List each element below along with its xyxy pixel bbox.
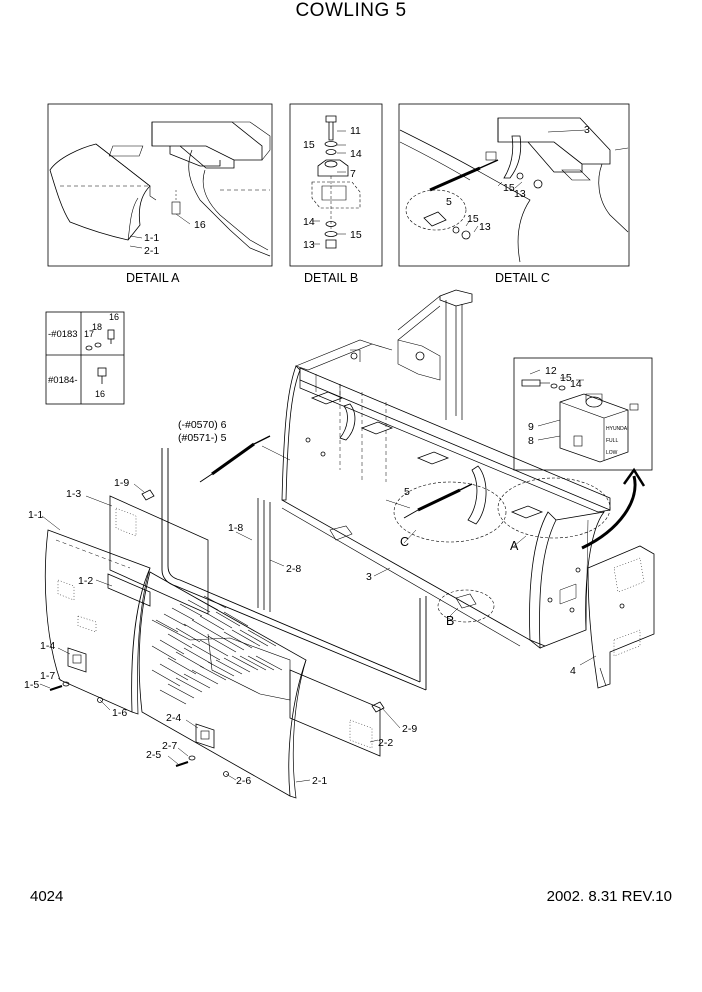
tank-label-9: 9 xyxy=(528,421,534,433)
detail-b-label-7: 7 xyxy=(350,168,356,180)
detail-c-label-3: 3 xyxy=(584,124,590,136)
detail-b-label-14: 14 xyxy=(350,148,362,160)
side-cover-panel xyxy=(587,545,655,689)
detail-b-label-11: 11 xyxy=(350,125,361,137)
detail-c-label-5: 5 xyxy=(446,196,452,208)
detail-c-frame xyxy=(398,103,630,267)
ref-c: C xyxy=(400,535,409,549)
tank-low-text: LOW xyxy=(606,450,618,456)
label-1-7: 1-7 xyxy=(40,670,55,682)
serial-row1-part-16: 16 xyxy=(109,312,119,322)
serial-row1-part-17: 17 xyxy=(84,329,94,339)
tank-label-12: 12 xyxy=(545,365,557,377)
detail-b-label-14b: 14 xyxy=(303,216,315,228)
serial-row2-part-16: 16 xyxy=(95,389,105,399)
page-title: COWLING 5 xyxy=(295,0,407,21)
label-2-4: 2-4 xyxy=(166,712,181,724)
serial-row2: #0184- xyxy=(48,375,78,386)
detail-a-label-1-1: 1-1 xyxy=(144,232,159,244)
label-gas-spring-5: (#0571-) 5 xyxy=(178,432,227,444)
detail-b-label-13: 13 xyxy=(303,239,315,251)
label-4: 4 xyxy=(570,665,576,677)
label-2-8: 2-8 xyxy=(286,563,301,575)
serial-number-table: -#0183 #0184- 17 18 16 16 xyxy=(45,311,125,405)
tank-label-15: 15 xyxy=(560,372,572,384)
label-3: 3 xyxy=(366,571,372,583)
revision-date: 2002. 8.31 REV.10 xyxy=(546,888,672,905)
tank-full-text: FULL xyxy=(606,438,618,444)
label-1-4: 1-4 xyxy=(40,640,55,652)
label-5: 5 xyxy=(404,486,410,498)
label-1-3: 1-3 xyxy=(66,488,81,500)
label-2-6: 2-6 xyxy=(236,775,251,787)
detail-c-label-15b: 15 xyxy=(467,213,479,225)
detail-a-frame xyxy=(47,103,273,267)
serial-row1-part-18: 18 xyxy=(92,322,102,332)
label-1-8: 1-8 xyxy=(228,522,243,534)
tank-brand-text: HYUNDAI xyxy=(606,426,629,432)
detail-c-label-13: 13 xyxy=(514,188,526,200)
detail-a-caption: DETAIL A xyxy=(126,271,180,285)
main-labels: (-#0570) 6 (#0571-) 5 1-9 1-3 1-1 1-8 2-… xyxy=(24,419,576,787)
detail-a-label-2-1: 2-1 xyxy=(144,245,159,257)
detail-a-label-16: 16 xyxy=(194,219,206,231)
ref-b: B xyxy=(446,614,454,628)
label-1-6: 1-6 xyxy=(112,707,127,719)
label-1-9: 1-9 xyxy=(114,477,129,489)
label-1-1: 1-1 xyxy=(28,509,43,521)
detail-b-label-15b: 15 xyxy=(350,229,362,241)
tank-label-8: 8 xyxy=(528,435,534,447)
label-2-5: 2-5 xyxy=(146,749,161,761)
label-2-7: 2-7 xyxy=(162,740,177,752)
detail-b-frame xyxy=(289,103,383,267)
cowling-frame xyxy=(199,289,646,666)
ref-a: A xyxy=(510,539,519,553)
label-2-9: 2-9 xyxy=(402,723,417,735)
front-doors xyxy=(39,448,427,799)
label-1-5: 1-5 xyxy=(24,679,39,691)
label-2-1: 2-1 xyxy=(312,775,327,787)
detail-b-caption: DETAIL B xyxy=(304,271,358,285)
detail-c-label-15: 15 xyxy=(503,182,515,194)
label-2-2: 2-2 xyxy=(378,737,393,749)
detail-b: 11 15 14 7 14 15 13 xyxy=(289,103,383,267)
label-1-2: 1-2 xyxy=(78,575,93,587)
detail-c-label-13b: 13 xyxy=(479,221,491,233)
detail-c: 3 15 13 5 15 13 xyxy=(398,103,630,267)
serial-row1: -#0183 xyxy=(48,329,78,340)
detail-c-caption: DETAIL C xyxy=(495,271,550,285)
coolant-tank-detail: HYUNDAI FULL LOW 12 15 14 9 8 xyxy=(513,357,653,471)
page-number: 4024 xyxy=(30,888,64,905)
label-gas-spring-6: (-#0570) 6 xyxy=(178,419,227,431)
detail-a: 16 1-1 2-1 xyxy=(47,103,273,267)
detail-b-label-15: 15 xyxy=(303,139,315,151)
tank-label-14: 14 xyxy=(570,378,582,390)
